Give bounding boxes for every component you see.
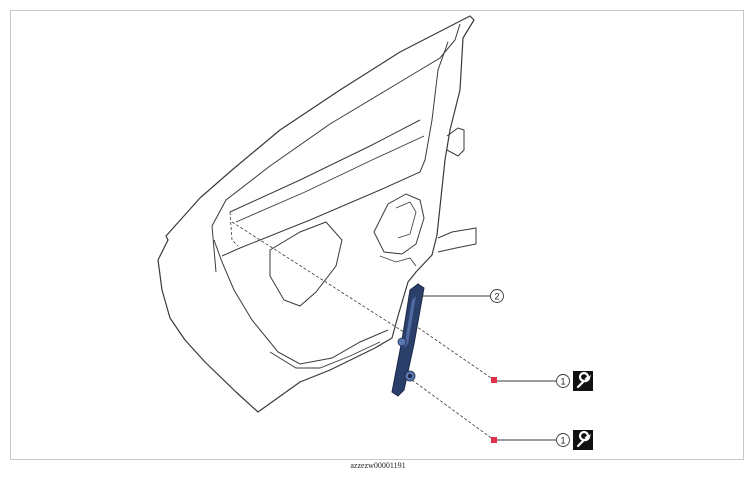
callout-2: 2: [490, 289, 504, 303]
svg-text:1: 1: [560, 436, 565, 446]
door-outline: [157, 15, 475, 413]
wrench-icon: [573, 371, 593, 391]
callout-1-lower: 1: [556, 433, 570, 447]
service-hole-left: [269, 221, 343, 307]
bracket-bolt-upper: [397, 337, 407, 347]
inner-panel-lower: [269, 341, 381, 369]
dashed-leader-to-bolt-lower: [411, 379, 495, 441]
callout-1-upper: 1: [556, 374, 570, 388]
figure-caption: azzezw00001191: [350, 461, 406, 470]
belt-line-inner: [235, 135, 425, 223]
wrench-icon: [573, 430, 593, 450]
dashed-leader-upper: [231, 221, 411, 337]
regulator-bracket: [391, 283, 425, 397]
service-hole-right-lip: [379, 255, 417, 267]
diagram-frame: [10, 10, 744, 460]
belt-line: [229, 119, 421, 213]
inner-panel: [213, 239, 389, 365]
svg-text:1: 1: [560, 377, 565, 387]
door-tab-lower: [437, 227, 477, 253]
service-hole-right: [373, 193, 425, 255]
dashed-leader-to-bolt-upper: [409, 321, 495, 381]
window-frame: [211, 23, 461, 273]
bolt-upper: [491, 377, 497, 383]
bolt-lower: [491, 437, 497, 443]
reference-box: [229, 211, 239, 247]
window-glass-edge: [221, 41, 449, 257]
door-tab-upper: [446, 127, 465, 157]
svg-text:2: 2: [494, 292, 499, 302]
service-hole-right-inner: [395, 201, 417, 239]
